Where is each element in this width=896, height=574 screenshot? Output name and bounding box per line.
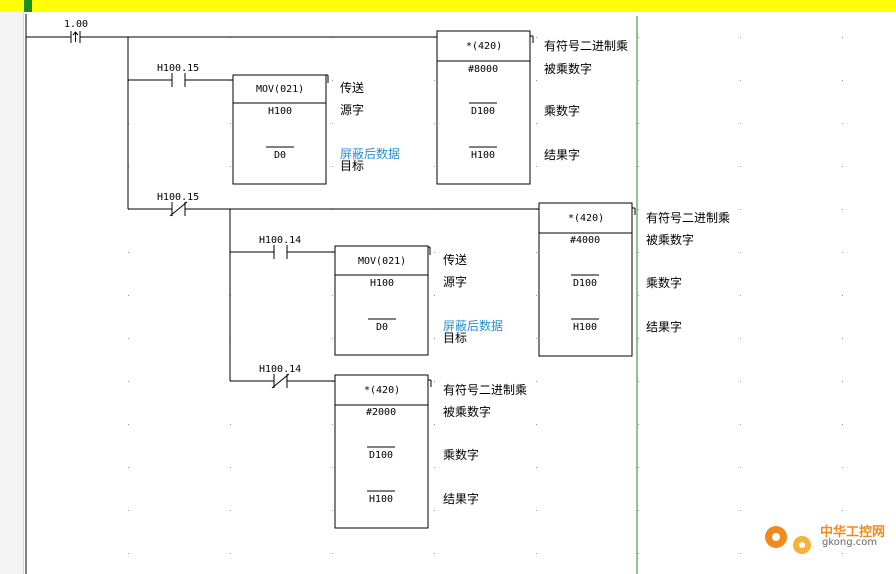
branch-top: H100.15 <box>128 63 233 87</box>
mul-comment-a: 被乘数字 <box>646 232 694 247</box>
mov-comment-title: 传送 <box>443 252 467 267</box>
mul-comment-title: 有符号二进制乘 <box>646 210 730 225</box>
mul-comment-b: 乘数字 <box>443 447 479 462</box>
rung-marker <box>24 0 32 12</box>
mul-block-bottom[interactable]: *(420) #2000 D100 H100 有符号二进制乘 被乘数字 乘数字 … <box>334 374 527 529</box>
mul-operand-a: #2000 <box>366 407 396 418</box>
mov-instruction: MOV(021) <box>256 84 304 95</box>
mul-comment-title: 有符号二进制乘 <box>443 382 527 397</box>
mov-destination: D0 <box>274 150 286 161</box>
mov-comment-dst: 目标 <box>340 159 364 173</box>
mov-comment-title: 传送 <box>340 80 364 95</box>
left-gutter <box>0 12 24 574</box>
rising-edge-contact[interactable]: 1.00 <box>64 19 88 43</box>
top-highlight-bar <box>0 0 896 12</box>
mov-comment-src: 源字 <box>443 274 467 289</box>
mul-operand-a: #4000 <box>570 235 600 246</box>
mul-comment-b: 乘数字 <box>646 275 682 290</box>
contact-label: 1.00 <box>64 19 88 30</box>
mul-comment-r: 结果字 <box>544 147 580 162</box>
mul-instruction: *(420) <box>364 385 400 396</box>
mul-comment-r: 结果字 <box>443 491 479 506</box>
mov-comment-src: 源字 <box>340 102 364 117</box>
contact-no-label: H100.15 <box>157 63 199 74</box>
mul-block-middle[interactable]: *(420) #4000 D100 H100 有符号二进制乘 被乘数字 乘数字 … <box>538 202 730 357</box>
mov-source: H100 <box>268 106 292 117</box>
mov-note: 屏蔽后数据 <box>443 318 503 333</box>
mul-instruction: *(420) <box>568 213 604 224</box>
watermark-domain: gkong.com <box>822 537 878 548</box>
mov-destination: D0 <box>376 322 388 333</box>
mul-comment-a: 被乘数字 <box>544 61 592 76</box>
contact-nc-label: H100.15 <box>157 192 199 203</box>
gear-icon <box>765 526 787 548</box>
mov-block-top[interactable]: MOV(021) H100 D0 传送 源字 屏蔽后数据 目标 <box>232 74 400 185</box>
mul-operand-a: #8000 <box>468 64 498 75</box>
mul-result: H100 <box>573 322 597 333</box>
mul-operand-b: D100 <box>471 106 495 117</box>
watermark-logo-text: 中华工控网 <box>820 525 886 540</box>
mov-note: 屏蔽后数据 <box>340 146 400 161</box>
mul-comment-title: 有符号二进制乘 <box>544 38 628 53</box>
branch-middle: H100.15 H100.14 <box>128 192 539 381</box>
contact-nc-label: H100.14 <box>259 364 301 375</box>
mul-operand-b: D100 <box>573 278 597 289</box>
mov-comment-dst: 目标 <box>443 331 467 345</box>
mov-instruction: MOV(021) <box>358 256 406 267</box>
mul-result: H100 <box>471 150 495 161</box>
mov-source: H100 <box>370 278 394 289</box>
mul-instruction: *(420) <box>466 41 502 52</box>
branch-bottom: H100.14 <box>230 364 335 389</box>
mov-block-middle[interactable]: MOV(021) H100 D0 传送 源字 屏蔽后数据 目标 <box>334 245 503 356</box>
mul-comment-b: 乘数字 <box>544 103 580 118</box>
mul-result: H100 <box>369 494 393 505</box>
mul-block-top[interactable]: *(420) #8000 D100 H100 有符号二进制乘 被乘数字 乘数字 … <box>436 30 628 185</box>
mul-operand-b: D100 <box>369 450 393 461</box>
mul-comment-r: 结果字 <box>646 319 682 334</box>
gear-icon-small <box>793 536 811 554</box>
mul-comment-a: 被乘数字 <box>443 404 491 419</box>
contact-no-label: H100.14 <box>259 235 301 246</box>
